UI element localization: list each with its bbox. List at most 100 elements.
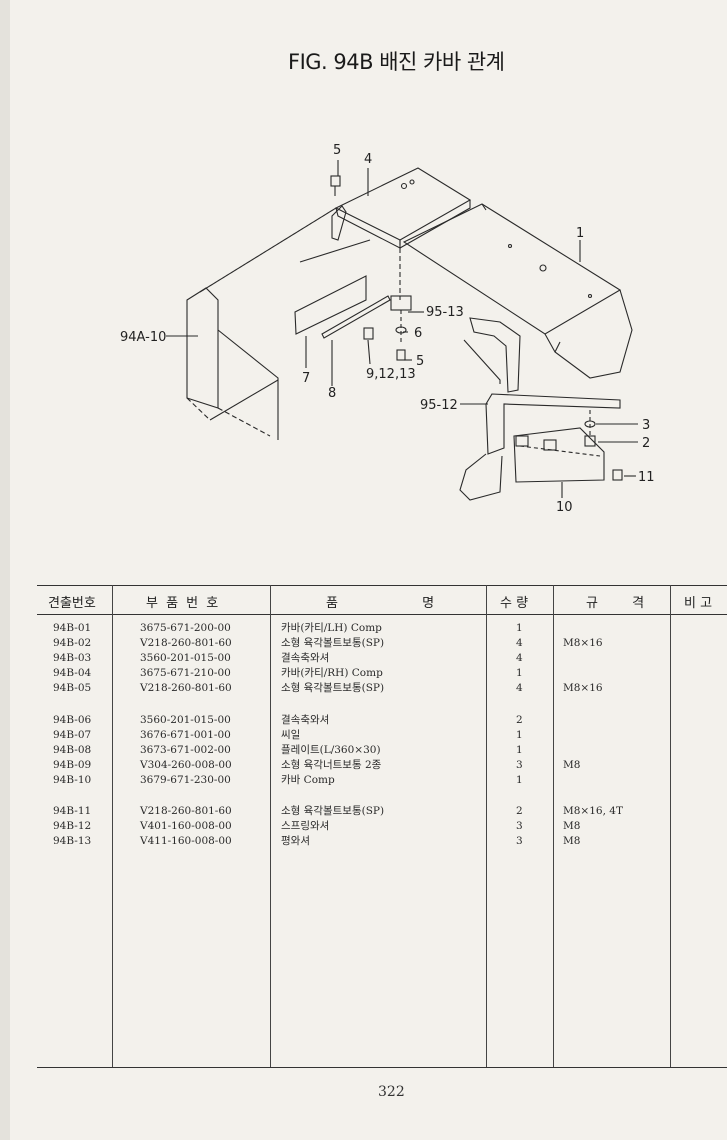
row-qty: 1: [516, 667, 523, 679]
part-95-12-bracket: [485, 393, 621, 455]
row-qty: 2: [516, 714, 523, 726]
row-qty: 1: [516, 622, 523, 634]
row-part-name: 플레이트(L/360×30): [281, 744, 381, 756]
header-remarks: 비 고: [684, 596, 713, 611]
row-part-name: 결속축와셔: [281, 652, 330, 664]
header-qty: 수 량: [500, 596, 529, 611]
row-item-no: 94B-03: [53, 652, 92, 664]
row-item-no: 94B-12: [53, 820, 92, 832]
row-spec: M8: [563, 759, 581, 771]
row-part-name: 카바 Comp: [281, 774, 335, 786]
part-5-bolt: [330, 175, 341, 196]
header-spec: 규 격: [586, 596, 645, 611]
row-part-name: 카바(카티/LH) Comp: [281, 622, 382, 634]
callout-label: 2: [642, 436, 650, 451]
row-qty: 4: [516, 637, 523, 649]
row-item-no: 94B-04: [53, 667, 92, 679]
row-spec: M8×16, 4T: [563, 805, 623, 817]
table-bottom-rule: [37, 1067, 727, 1068]
row-part-name: 결속축와셔: [281, 714, 330, 726]
part-4-cover: [334, 167, 472, 241]
callout-label: 5: [416, 354, 424, 369]
figure-title: FIG. 94B 배진 카바 관계: [288, 50, 505, 74]
row-qty: 1: [516, 729, 523, 741]
row-part-no: V218-260-801-60: [140, 637, 232, 649]
callout-label: 9,12,13: [366, 367, 416, 382]
row-part-name: 씨일: [281, 729, 301, 741]
row-part-no: 3675-671-210-00: [140, 667, 231, 679]
row-part-no: 3560-201-015-00: [140, 652, 231, 664]
row-qty: 4: [516, 652, 523, 664]
row-spec: M8×16: [563, 637, 603, 649]
row-qty: 1: [516, 744, 523, 756]
callout-label: 95-13: [426, 305, 464, 320]
row-item-no: 94B-09: [53, 759, 92, 771]
table-col-divider: [670, 585, 671, 1067]
callout-label: 11: [638, 470, 655, 485]
part-94a-10-panel: [186, 287, 219, 409]
callout-label: 5: [333, 143, 341, 158]
row-spec: M8: [563, 835, 581, 847]
row-qty: 2: [516, 805, 523, 817]
part-95-13-bracket: [469, 317, 521, 393]
row-part-no: V304-260-008-00: [140, 759, 232, 771]
callout-label: 10: [556, 500, 573, 515]
header-part-name: 품 명: [326, 596, 435, 611]
part-2-bolt: [584, 435, 596, 447]
part-11-bolt: [612, 469, 623, 481]
row-part-name: 스프링와셔: [281, 820, 330, 832]
row-part-name: 소형 육각너트보통 2종: [281, 759, 382, 771]
row-part-no: 3679-671-230-00: [140, 774, 231, 786]
callout-label: 6: [414, 326, 422, 341]
row-part-name: 평와셔: [281, 835, 310, 847]
row-part-no: V411-160-008-00: [140, 835, 232, 847]
row-part-name: 소형 육각볼트보통(SP): [281, 682, 385, 694]
part-9-nut: [363, 327, 374, 340]
row-spec: M8×16: [563, 682, 603, 694]
row-item-no: 94B-10: [53, 774, 92, 786]
callout-label: 1: [576, 226, 584, 241]
part-8-strip: [321, 295, 391, 339]
part-10-cover: [513, 427, 605, 483]
row-item-no: 94B-08: [53, 744, 92, 756]
row-part-no: 3560-201-015-00: [140, 714, 231, 726]
callout-label: 7: [302, 371, 310, 386]
row-qty: 3: [516, 759, 523, 771]
callout-label: 4: [364, 152, 372, 167]
row-part-name: 소형 육각볼트보통(SP): [281, 637, 385, 649]
header-item-no: 견출번호: [48, 596, 96, 611]
table-header-rule: [37, 614, 727, 615]
row-part-no: V401-160-008-00: [140, 820, 232, 832]
callout-label: 8: [328, 386, 336, 401]
part-7-plate: [294, 275, 367, 335]
table-col-divider: [112, 585, 113, 1067]
row-qty: 3: [516, 835, 523, 847]
callout-label: 3: [642, 418, 650, 433]
row-part-no: 3675-671-200-00: [140, 622, 231, 634]
row-part-no: 3676-671-001-00: [140, 729, 231, 741]
row-qty: 3: [516, 820, 523, 832]
row-part-no: V218-260-801-60: [140, 682, 232, 694]
header-part-no: 부 품 번 호: [146, 596, 221, 611]
row-item-no: 94B-06: [53, 714, 92, 726]
row-part-no: 3673-671-002-00: [140, 744, 231, 756]
row-part-name: 소형 육각볼트보통(SP): [281, 805, 385, 817]
table-top-rule: [37, 585, 727, 586]
row-item-no: 94B-02: [53, 637, 92, 649]
callout-label: 94A-10: [120, 330, 166, 345]
table-col-divider: [553, 585, 554, 1067]
row-part-no: V218-260-801-60: [140, 805, 232, 817]
table-col-divider: [486, 585, 487, 1067]
row-part-name: 카바(카티/RH) Comp: [281, 667, 383, 679]
page-number: 322: [378, 1084, 405, 1100]
row-item-no: 94B-11: [53, 805, 92, 817]
callout-label: 95-12: [420, 398, 458, 413]
page-edge: [0, 0, 10, 1140]
row-qty: 1: [516, 774, 523, 786]
row-item-no: 94B-07: [53, 729, 92, 741]
row-item-no: 94B-01: [53, 622, 92, 634]
table-col-divider: [270, 585, 271, 1067]
parts-diagram: 5 4 1 94A-10 6 95-13 5 7 8 9,12,13 95-12…: [120, 143, 655, 515]
row-spec: M8: [563, 820, 581, 832]
row-qty: 4: [516, 682, 523, 694]
